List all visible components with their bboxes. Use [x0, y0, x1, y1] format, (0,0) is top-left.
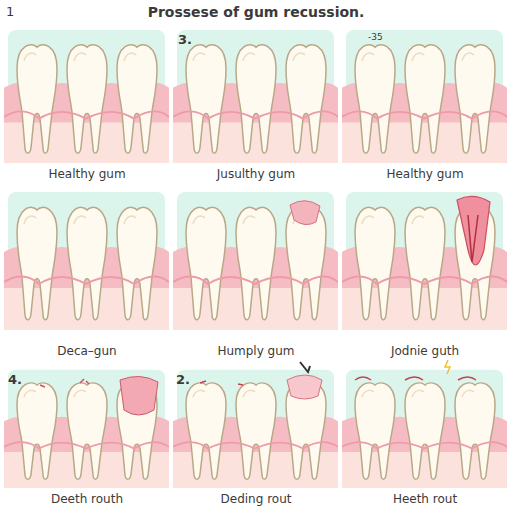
- callout-number: 3.: [178, 32, 192, 47]
- panel-caption: Deeth routh: [51, 492, 123, 506]
- callout-number: -35: [368, 32, 383, 42]
- decay-marks: [40, 196, 490, 415]
- panel-caption: Jodnie guth: [391, 344, 459, 358]
- panel-caption: Deca–gun: [57, 344, 116, 358]
- panel-caption: Heeth rout: [393, 492, 457, 506]
- panel-caption: Jusulthy gum: [217, 167, 295, 181]
- callout-number: 4.: [8, 372, 22, 387]
- callout-number: 1: [6, 4, 14, 19]
- panel-caption: Healthy gum: [48, 167, 125, 181]
- diagram-title: Prossese of gum recussion.: [148, 4, 365, 20]
- panel-caption: Healthy gum: [386, 167, 463, 181]
- panel-caption: Humply gum: [217, 344, 294, 358]
- panel-grid: [4, 30, 507, 488]
- callout-number: 2.: [176, 372, 190, 387]
- panel-caption: Deding rout: [221, 492, 292, 506]
